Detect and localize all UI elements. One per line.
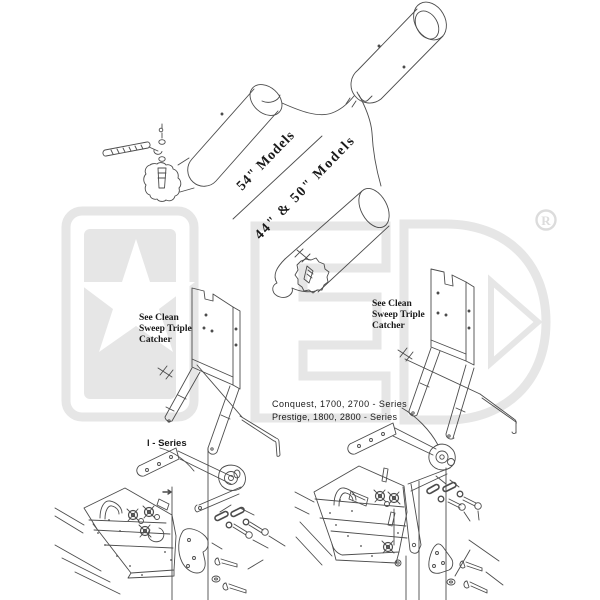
svg-text:Conquest, 1700, 2700 - Series: Conquest, 1700, 2700 - Series <box>272 399 407 409</box>
svg-text:Sweep Triple: Sweep Triple <box>139 324 192 334</box>
svg-text:Sweep Triple: Sweep Triple <box>372 310 425 320</box>
svg-text:See Clean: See Clean <box>372 299 413 309</box>
svg-text:See Clean: See Clean <box>139 313 180 323</box>
svg-text:Catcher: Catcher <box>372 321 405 331</box>
svg-text:Catcher: Catcher <box>139 335 172 345</box>
svg-text:Prestige, 1800, 2800 - Series: Prestige, 1800, 2800 - Series <box>272 412 397 422</box>
svg-text:l - Series: l - Series <box>147 438 187 449</box>
svg-text:R: R <box>541 213 551 228</box>
